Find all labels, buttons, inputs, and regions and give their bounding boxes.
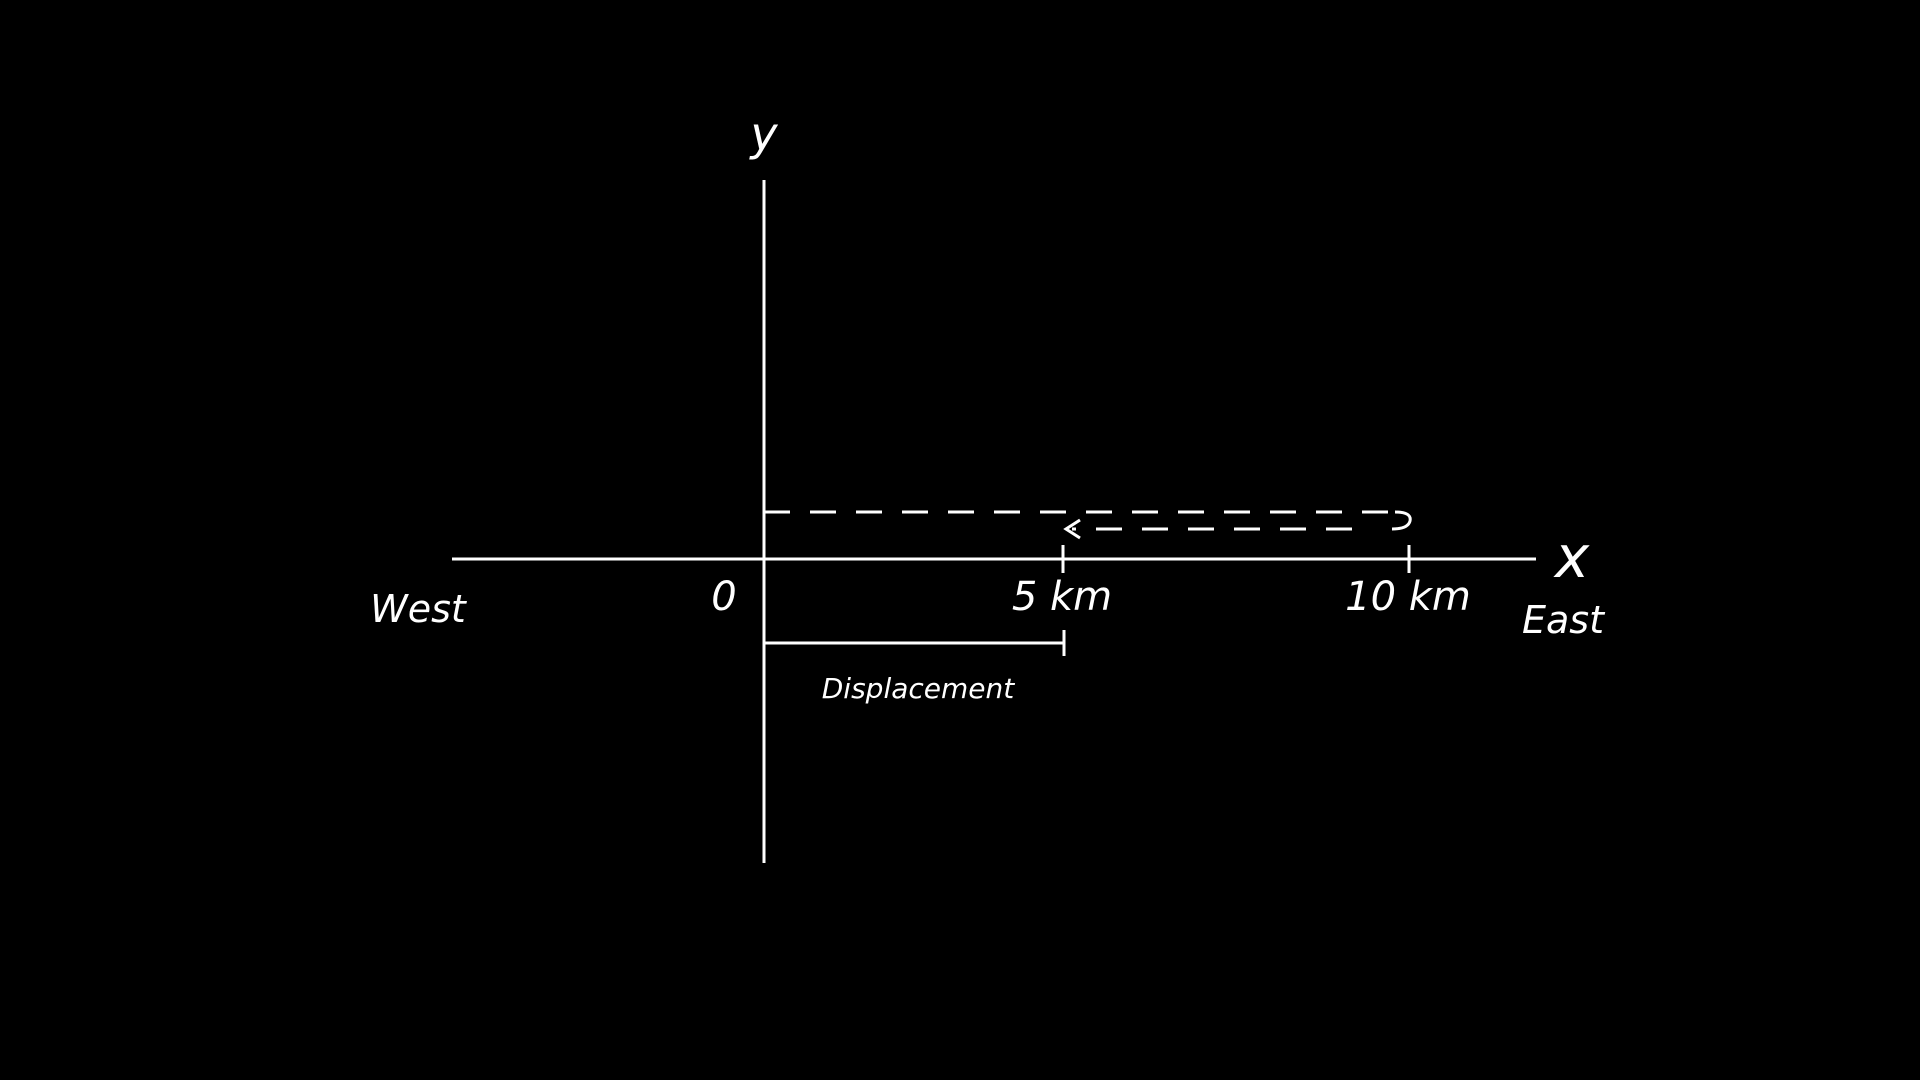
east-label: East bbox=[1522, 598, 1606, 642]
displacement-label: Displacement bbox=[822, 672, 1016, 705]
origin-label: 0 bbox=[711, 574, 736, 620]
y-axis-label: y bbox=[748, 107, 778, 161]
return-arrowhead bbox=[1063, 518, 1081, 540]
tick-10km-label: 10 km bbox=[1345, 574, 1471, 620]
tick-5km-label: 5 km bbox=[1012, 574, 1112, 620]
west-label: West bbox=[370, 587, 468, 631]
x-axis-label: x bbox=[1553, 523, 1590, 591]
turnaround-curve bbox=[1391, 510, 1412, 531]
